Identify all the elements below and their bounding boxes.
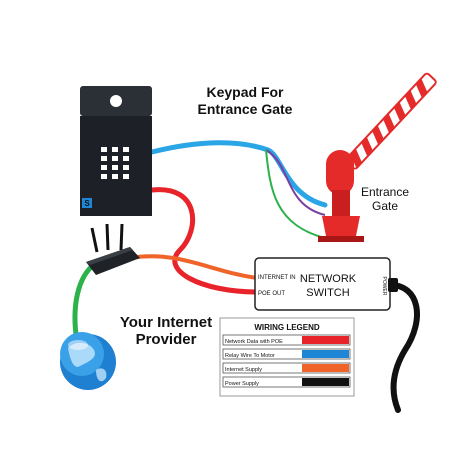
keypad-badge xyxy=(82,198,92,208)
legend-swatch-poe xyxy=(302,336,349,344)
legend-label: Relay Wire To Motor xyxy=(225,353,275,359)
legend-swatch-relay xyxy=(302,350,349,358)
gate-motor-cap xyxy=(326,150,354,195)
gate-motor-base xyxy=(322,216,360,236)
router-antenna xyxy=(90,227,99,253)
gate-motor-foot xyxy=(318,236,364,242)
internet-wire-orange xyxy=(128,254,260,280)
port-poe-out-label: POE OUT xyxy=(258,291,285,297)
legend-item: Power Supply xyxy=(222,376,351,388)
port-power-label: POWER xyxy=(381,277,387,296)
relay-wire-blue xyxy=(149,140,328,208)
keypad-title-line1: Keypad For xyxy=(206,84,284,100)
gate-motor-body xyxy=(332,190,350,216)
legend-label: Network Data with POE xyxy=(225,339,283,345)
provider-title-line2: Provider xyxy=(136,331,197,348)
keypad-buttons xyxy=(101,147,129,179)
gate-title-line2: Gate xyxy=(372,199,398,213)
legend-swatch-power xyxy=(302,378,349,386)
port-internet-in-label: INTERNET IN xyxy=(258,275,296,281)
router-top xyxy=(86,247,133,265)
power-plug xyxy=(388,278,398,292)
power-cord xyxy=(387,282,420,413)
gate-barrier-device xyxy=(318,72,437,242)
router-device xyxy=(86,223,140,275)
legend-label: Power Supply xyxy=(225,381,259,387)
legend-swatch-internet xyxy=(302,364,349,372)
switch-title-line1: NETWORK xyxy=(300,273,357,285)
keypad-title-line2: Entrance Gate xyxy=(198,101,293,117)
switch-title-line2: SWITCH xyxy=(306,287,349,299)
provider-title-line1: Your Internet xyxy=(120,314,212,331)
relay-wire-green-thin xyxy=(265,149,326,239)
router-antenna xyxy=(105,223,110,251)
relay-wire-purple xyxy=(265,149,326,216)
keypad-badge-letter: S xyxy=(84,199,90,208)
legend-item: Relay Wire To Motor xyxy=(222,348,351,360)
legend-item: Internet Supply xyxy=(222,362,351,374)
gate-arm xyxy=(345,72,437,170)
legend-label: Internet Supply xyxy=(225,367,262,373)
poe-wire-red xyxy=(149,187,261,295)
router-body xyxy=(86,247,140,275)
router-antenna xyxy=(119,223,124,251)
gate-title-line1: Entrance xyxy=(361,185,409,199)
legend-title: WIRING LEGEND xyxy=(254,323,320,332)
keypad-camera-icon xyxy=(110,95,122,107)
keypad-device: S xyxy=(80,86,152,216)
globe-icon xyxy=(60,332,116,390)
network-switch-device: NETWORK SWITCH INTERNET IN POE OUT POWER xyxy=(254,257,398,311)
legend-item: Network Data with POE xyxy=(222,334,351,346)
wiring-legend: WIRING LEGEND Network Data with POE Rela… xyxy=(219,317,355,397)
